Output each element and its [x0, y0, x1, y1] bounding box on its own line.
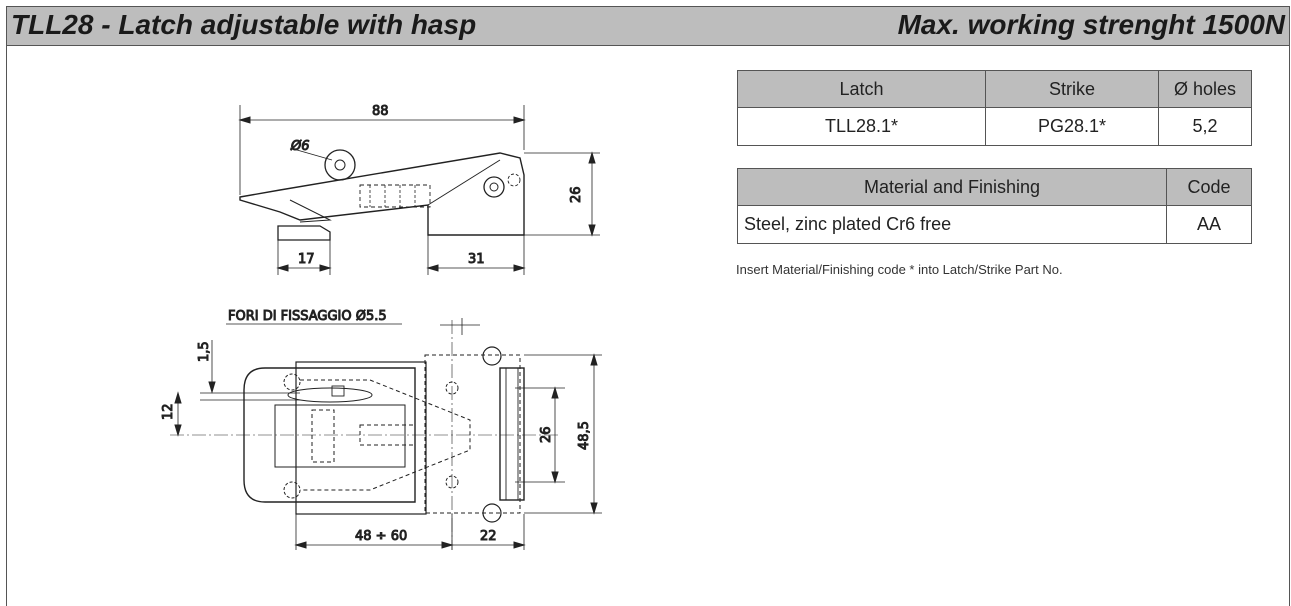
parts-table-header: Latch Strike Ø holes [737, 70, 1252, 108]
header-code: Code [1166, 168, 1252, 206]
material-table: Material and Finishing Code Steel, zinc … [737, 168, 1252, 244]
strike-part-number: PG28.1* [985, 107, 1159, 146]
drawing-sheet-border [6, 6, 1290, 606]
ordering-note: Insert Material/Finishing code * into La… [736, 262, 1063, 277]
dimension-26-side: 26 [569, 186, 584, 203]
dimension-12: 12 [161, 403, 176, 420]
dimension-88: 88 [372, 104, 389, 119]
dimension-17: 17 [298, 252, 315, 267]
technical-drawing: 88 Ø6 26 17 [161, 104, 602, 550]
dimension-22: 22 [480, 529, 497, 544]
header-latch: Latch [737, 70, 986, 108]
material-code: AA [1166, 205, 1252, 244]
dimension-48-5: 48,5 [577, 421, 592, 450]
latch-part-number: TLL28.1* [737, 107, 986, 146]
title-bar: TLL28 - Latch adjustable with hasp Max. … [6, 6, 1290, 46]
header-holes: Ø holes [1158, 70, 1252, 108]
dimension-1-5: 1,5 [197, 341, 212, 362]
dimension-31: 31 [468, 252, 485, 267]
max-strength-label: Max. working strenght 1500N [897, 9, 1285, 40]
material-description: Steel, zinc plated Cr6 free [737, 205, 1167, 244]
top-view: FORI DI FISSAGGIO Ø5.5 1,5 12 [161, 309, 602, 550]
fixing-holes-label: FORI DI FISSAGGIO Ø5.5 [228, 309, 387, 324]
hole-diameter: 5,2 [1158, 107, 1252, 146]
header-strike: Strike [985, 70, 1159, 108]
table-row: TLL28.1* PG28.1* 5,2 [737, 107, 1252, 146]
dimension-diameter-6: Ø6 [290, 139, 310, 154]
header-material: Material and Finishing [737, 168, 1167, 206]
dimension-48-60: 48 ÷ 60 [355, 529, 407, 544]
material-table-header: Material and Finishing Code [737, 168, 1252, 206]
table-row: Steel, zinc plated Cr6 free AA [737, 205, 1252, 244]
side-view: 88 Ø6 26 17 [238, 104, 600, 275]
parts-table: Latch Strike Ø holes TLL28.1* PG28.1* 5,… [737, 70, 1252, 146]
product-title: TLL28 - Latch adjustable with hasp [11, 9, 477, 40]
dimension-26-top: 26 [539, 426, 554, 443]
